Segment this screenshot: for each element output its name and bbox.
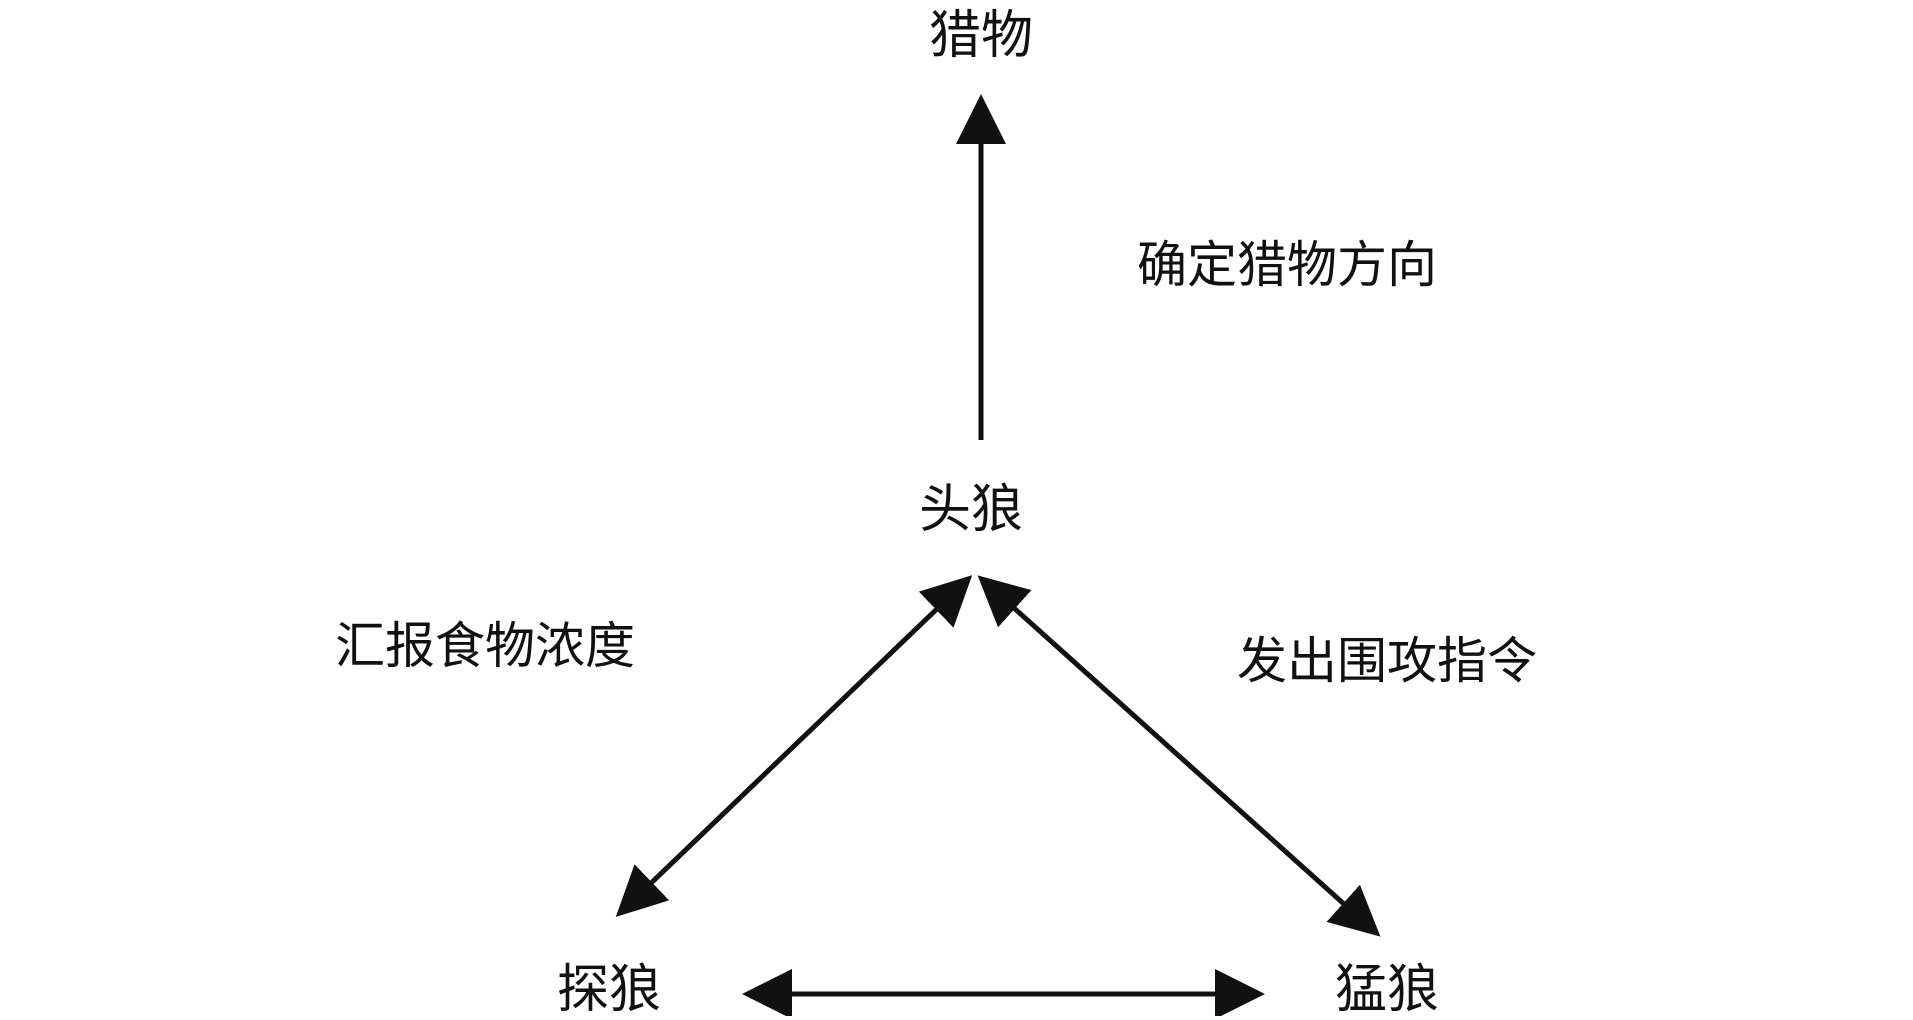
edge-label-determine-prey-direction: 确定猎物方向: [1137, 236, 1437, 294]
node-prey: 猎物: [928, 6, 1034, 66]
node-fierce-wolf: 猛狼: [1334, 960, 1440, 1020]
edge-label-issue-siege-command: 发出围攻指令: [1237, 632, 1537, 690]
arrow-head-fierce: [977, 575, 1381, 937]
node-head-wolf: 头狼: [918, 480, 1024, 540]
node-scout-wolf: 探狼: [556, 960, 662, 1020]
edge-label-report-food-concentration: 汇报食物浓度: [335, 617, 635, 675]
arrow-scout-head: [615, 575, 973, 917]
